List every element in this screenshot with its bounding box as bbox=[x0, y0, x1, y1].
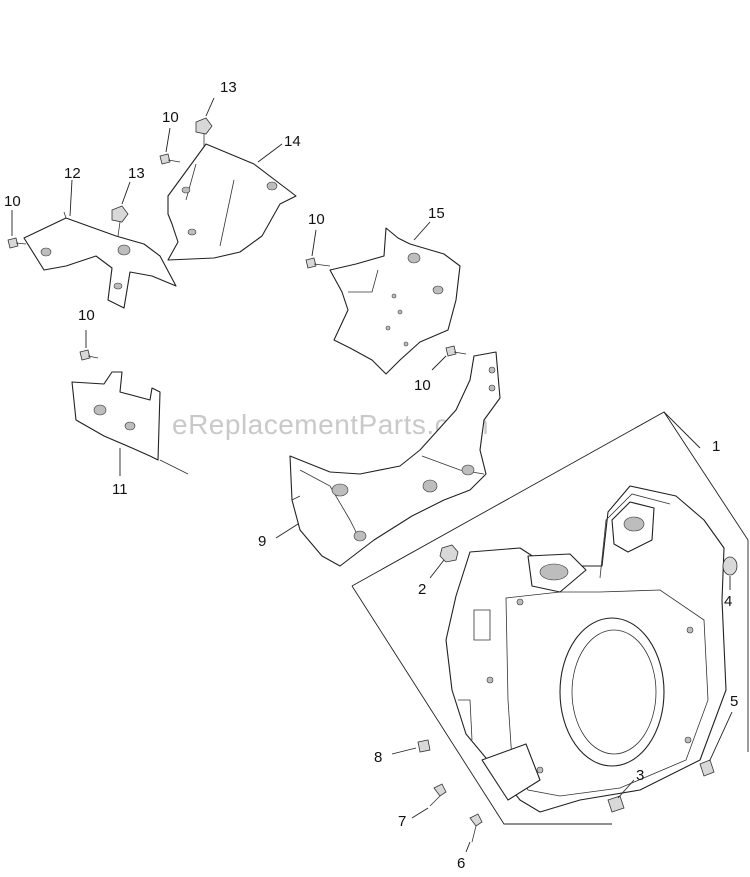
callout-13a: 13 bbox=[220, 79, 237, 96]
leader-12 bbox=[69, 179, 73, 217]
callout-13b: 13 bbox=[128, 165, 145, 182]
part-3-clip bbox=[607, 779, 635, 813]
part-4-grommet bbox=[722, 556, 738, 590]
part-13-screw-b bbox=[111, 181, 131, 237]
part-14-upper-shield bbox=[167, 143, 297, 261]
part-10-screw-d bbox=[79, 330, 99, 361]
callout-12: 12 bbox=[64, 165, 81, 182]
callout-8: 8 bbox=[374, 749, 382, 766]
callout-10d: 10 bbox=[78, 307, 95, 324]
callout-3: 3 bbox=[636, 767, 644, 784]
callout-14: 14 bbox=[284, 133, 301, 150]
callout-10e: 10 bbox=[414, 377, 431, 394]
callout-1: 1 bbox=[712, 438, 720, 455]
leader-15 bbox=[413, 221, 431, 241]
leader-9 bbox=[275, 523, 299, 539]
part-10-screw-b bbox=[159, 127, 181, 165]
callout-5: 5 bbox=[730, 693, 738, 710]
part-10-screw-e bbox=[431, 345, 467, 371]
callout-15: 15 bbox=[428, 205, 445, 222]
callout-10b: 10 bbox=[162, 109, 179, 126]
part-7-screw bbox=[411, 783, 447, 819]
callout-7: 7 bbox=[398, 813, 406, 830]
part-8-screw bbox=[391, 739, 431, 755]
part-1-group-outline bbox=[351, 411, 749, 825]
callout-9: 9 bbox=[258, 533, 266, 550]
leader-14 bbox=[257, 143, 283, 163]
leader-1 bbox=[663, 411, 701, 449]
callout-10c: 10 bbox=[308, 211, 325, 228]
callout-6: 6 bbox=[457, 855, 465, 872]
callout-2: 2 bbox=[418, 581, 426, 598]
part-13-screw-a bbox=[195, 97, 215, 146]
part-9-lower-baffle bbox=[289, 351, 501, 567]
part-10-screw-c bbox=[305, 229, 331, 269]
callout-11: 11 bbox=[112, 481, 128, 498]
part-11-bracket bbox=[71, 371, 189, 475]
part-1-blower-housing bbox=[445, 485, 727, 813]
callout-4: 4 bbox=[724, 593, 732, 610]
callout-10a: 10 bbox=[4, 193, 21, 210]
part-5-stud bbox=[699, 711, 733, 777]
part-6-screw bbox=[465, 813, 483, 853]
part-10-screw-a bbox=[7, 210, 27, 249]
part-2-nut bbox=[429, 544, 459, 579]
part-15-side-shield bbox=[329, 227, 461, 375]
part-12-throttle-bracket bbox=[23, 211, 177, 309]
